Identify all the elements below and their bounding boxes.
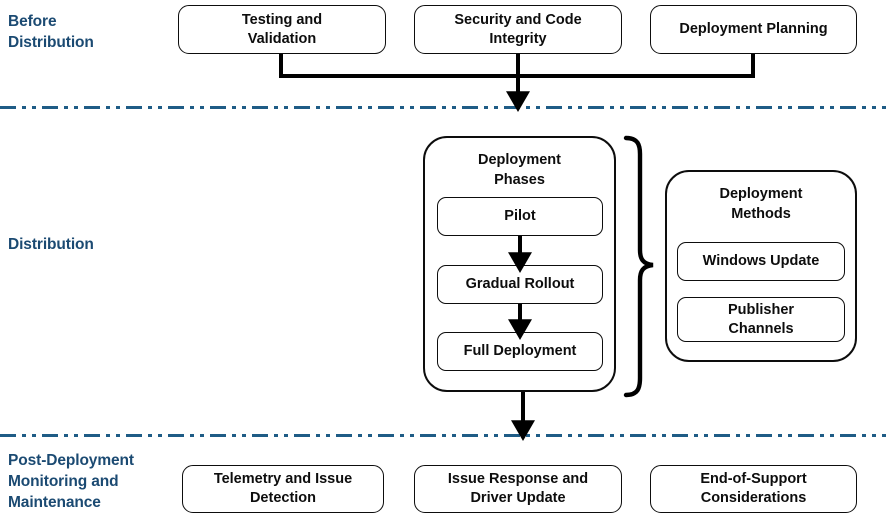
curly-brace-icon: [623, 135, 654, 398]
group-title-deployment-phases: Deployment Phases: [478, 152, 561, 188]
node-deployment-planning[interactable]: Deployment Planning: [650, 5, 857, 54]
node-publisher-channels[interactable]: Publisher Channels: [677, 297, 845, 342]
node-gradual-rollout[interactable]: Gradual Rollout: [437, 265, 603, 304]
connector-merge-before-to-distribution: [279, 54, 755, 112]
node-full-deployment[interactable]: Full Deployment: [437, 332, 603, 371]
section-divider-before-distribution: [0, 106, 886, 109]
stage-label-before-distribution: Before Distribution: [8, 13, 94, 51]
node-testing-and-validation[interactable]: Testing and Validation: [178, 5, 386, 54]
node-security-and-code-integrity[interactable]: Security and Code Integrity: [414, 5, 622, 54]
node-pilot[interactable]: Pilot: [437, 197, 603, 236]
group-title-deployment-methods: Deployment Methods: [719, 186, 803, 222]
section-divider-distribution-post: [0, 434, 886, 437]
node-end-of-support-considerations: End-of-Support Considerations: [650, 465, 857, 513]
stage-label-post-deployment: Post-Deployment Monitoring and Maintenan…: [8, 452, 134, 511]
node-telemetry-and-issue-detection[interactable]: Telemetry and Issue Detection: [182, 465, 384, 513]
node-windows-update[interactable]: Windows Update: [677, 242, 845, 281]
stage-label-distribution: Distribution: [8, 236, 94, 253]
node-issue-response-and-driver-update[interactable]: Issue Response and Driver Update: [414, 465, 622, 513]
